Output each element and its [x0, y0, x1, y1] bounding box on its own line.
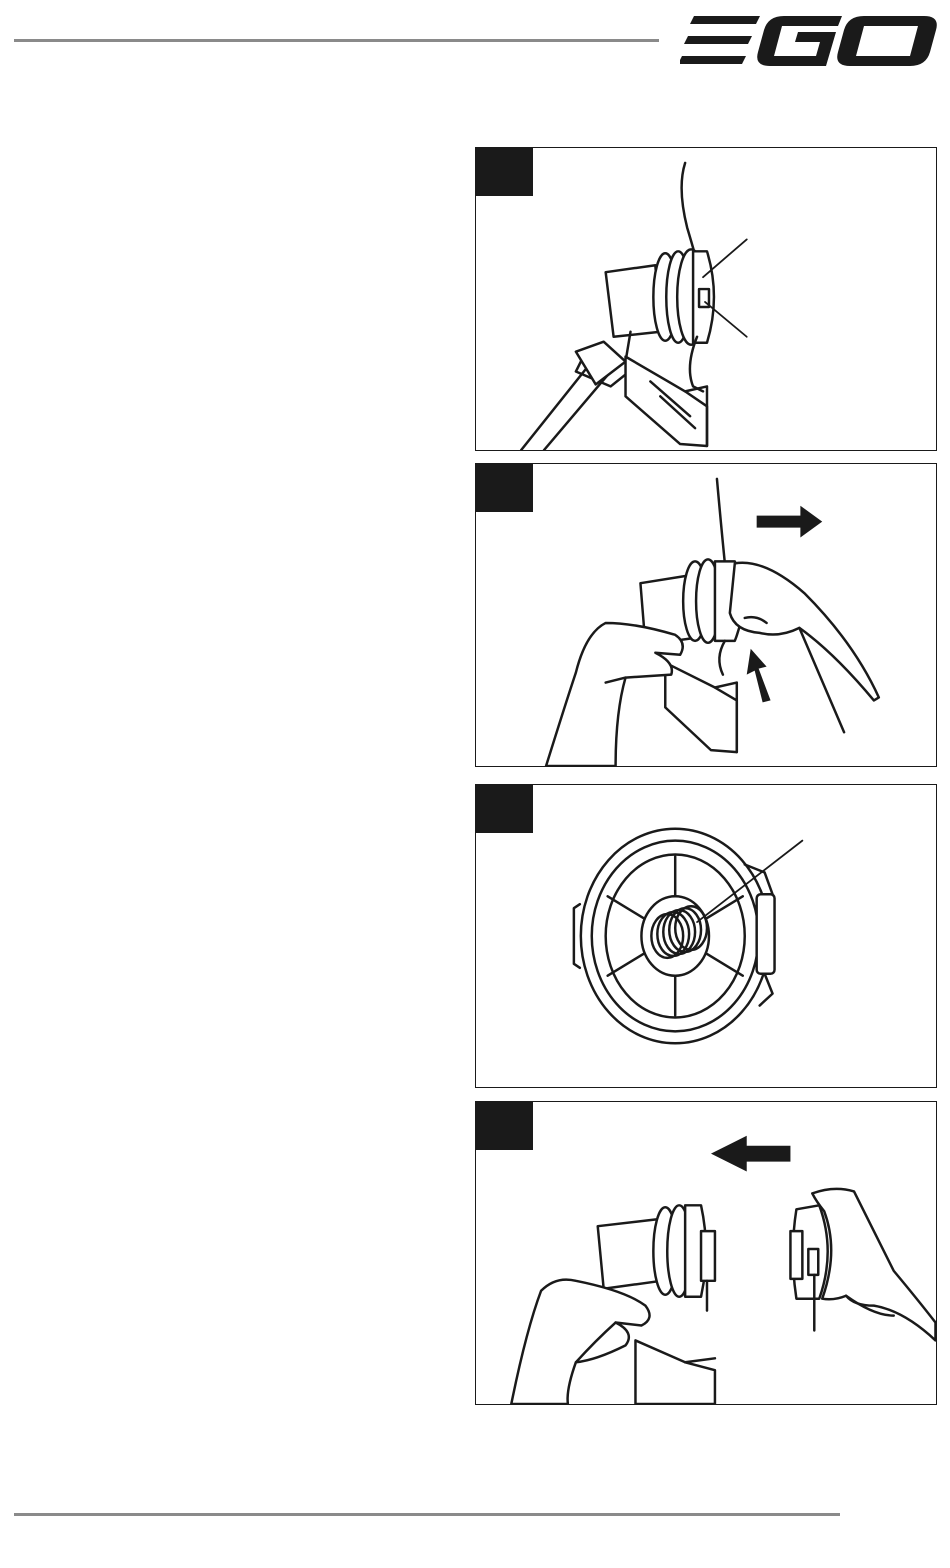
trimmer-head-callout-illustration	[476, 148, 936, 450]
spool-cover-spring-illustration	[476, 785, 936, 1087]
figure-4	[475, 1101, 937, 1405]
figure-3	[475, 784, 937, 1088]
ego-logo	[680, 10, 938, 70]
figure-2	[475, 463, 937, 767]
footer-rule	[14, 1513, 840, 1516]
hands-removing-spool-cover-illustration	[476, 464, 936, 766]
figure-1	[475, 147, 937, 451]
hands-reattaching-spool-cover-illustration	[476, 1102, 936, 1404]
header-rule	[14, 39, 659, 42]
